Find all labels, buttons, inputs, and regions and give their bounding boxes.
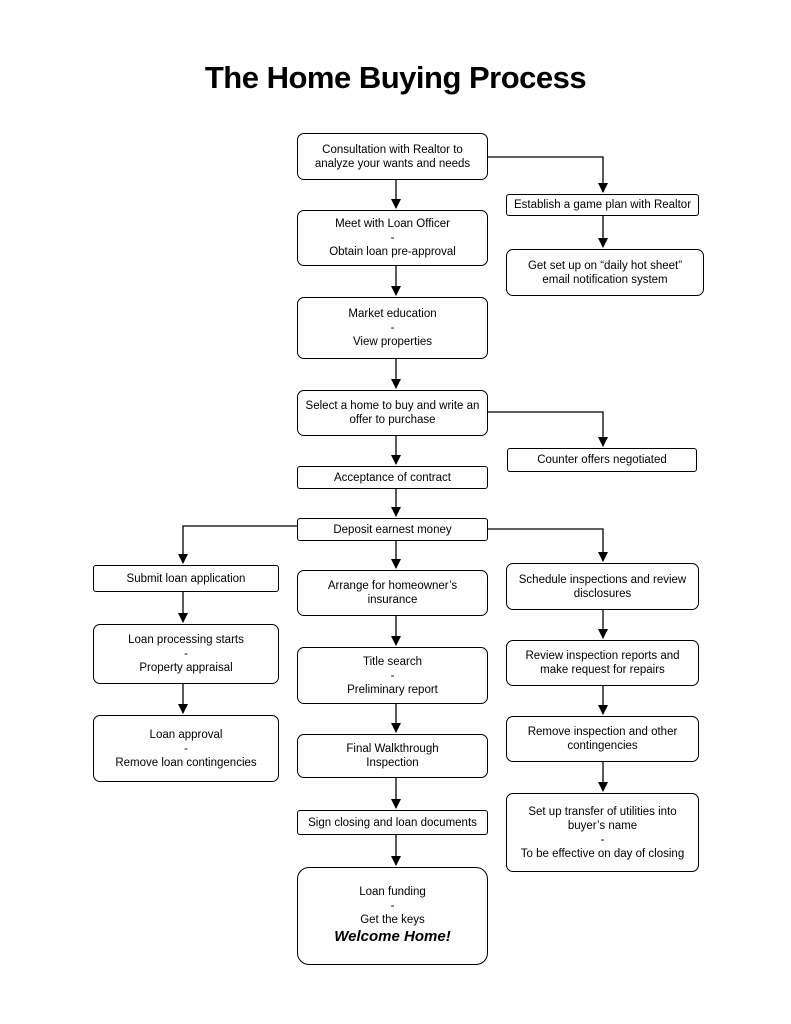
step-game-plan: Establish a game plan with Realtor bbox=[506, 194, 699, 216]
step-remove-contingencies: Remove inspection and other contingencie… bbox=[506, 716, 699, 762]
step-counter-offers: Counter offers negotiated bbox=[507, 448, 697, 472]
page-title: The Home Buying Process bbox=[204, 60, 587, 95]
step-loan-processing: Loan processing starts - Property apprai… bbox=[93, 624, 279, 684]
step-sign-closing: Sign closing and loan documents bbox=[297, 810, 488, 835]
step-loan-funding: Loan funding - Get the keys Welcome Home… bbox=[297, 867, 488, 965]
arrow-deposit-to-schedule-inspections bbox=[488, 528, 608, 562]
step-acceptance: Acceptance of contract bbox=[297, 466, 488, 489]
welcome-home-text: Welcome Home! bbox=[334, 928, 451, 945]
step-hot-sheet: Get set up on “daily hot sheet” email no… bbox=[506, 249, 704, 296]
step-final-walkthrough: Final Walkthrough Inspection bbox=[297, 734, 488, 778]
arrow-consultation-to-game-plan bbox=[488, 156, 608, 193]
step-select-home: Select a home to buy and write an offer … bbox=[297, 390, 488, 436]
step-consultation: Consultation with Realtor to analyze you… bbox=[297, 133, 488, 180]
step-title-search: Title search - Preliminary report bbox=[297, 647, 488, 704]
step-review-reports: Review inspection reports and make reque… bbox=[506, 640, 699, 686]
step-loan-officer: Meet with Loan Officer - Obtain loan pre… bbox=[297, 210, 488, 266]
step-deposit: Deposit earnest money bbox=[297, 518, 488, 541]
step-market-education: Market education - View properties bbox=[297, 297, 488, 359]
arrow-deposit-to-submit-loan bbox=[178, 525, 297, 564]
step-loan-approval: Loan approval - Remove loan contingencie… bbox=[93, 715, 279, 782]
arrow-select-home-to-counter-offers bbox=[488, 411, 608, 447]
step-utilities: Set up transfer of utilities into buyer’… bbox=[506, 793, 699, 872]
step-schedule-inspections: Schedule inspections and review disclosu… bbox=[506, 563, 699, 610]
step-submit-loan: Submit loan application bbox=[93, 565, 279, 592]
step-insurance: Arrange for homeowner’s insurance bbox=[297, 570, 488, 616]
